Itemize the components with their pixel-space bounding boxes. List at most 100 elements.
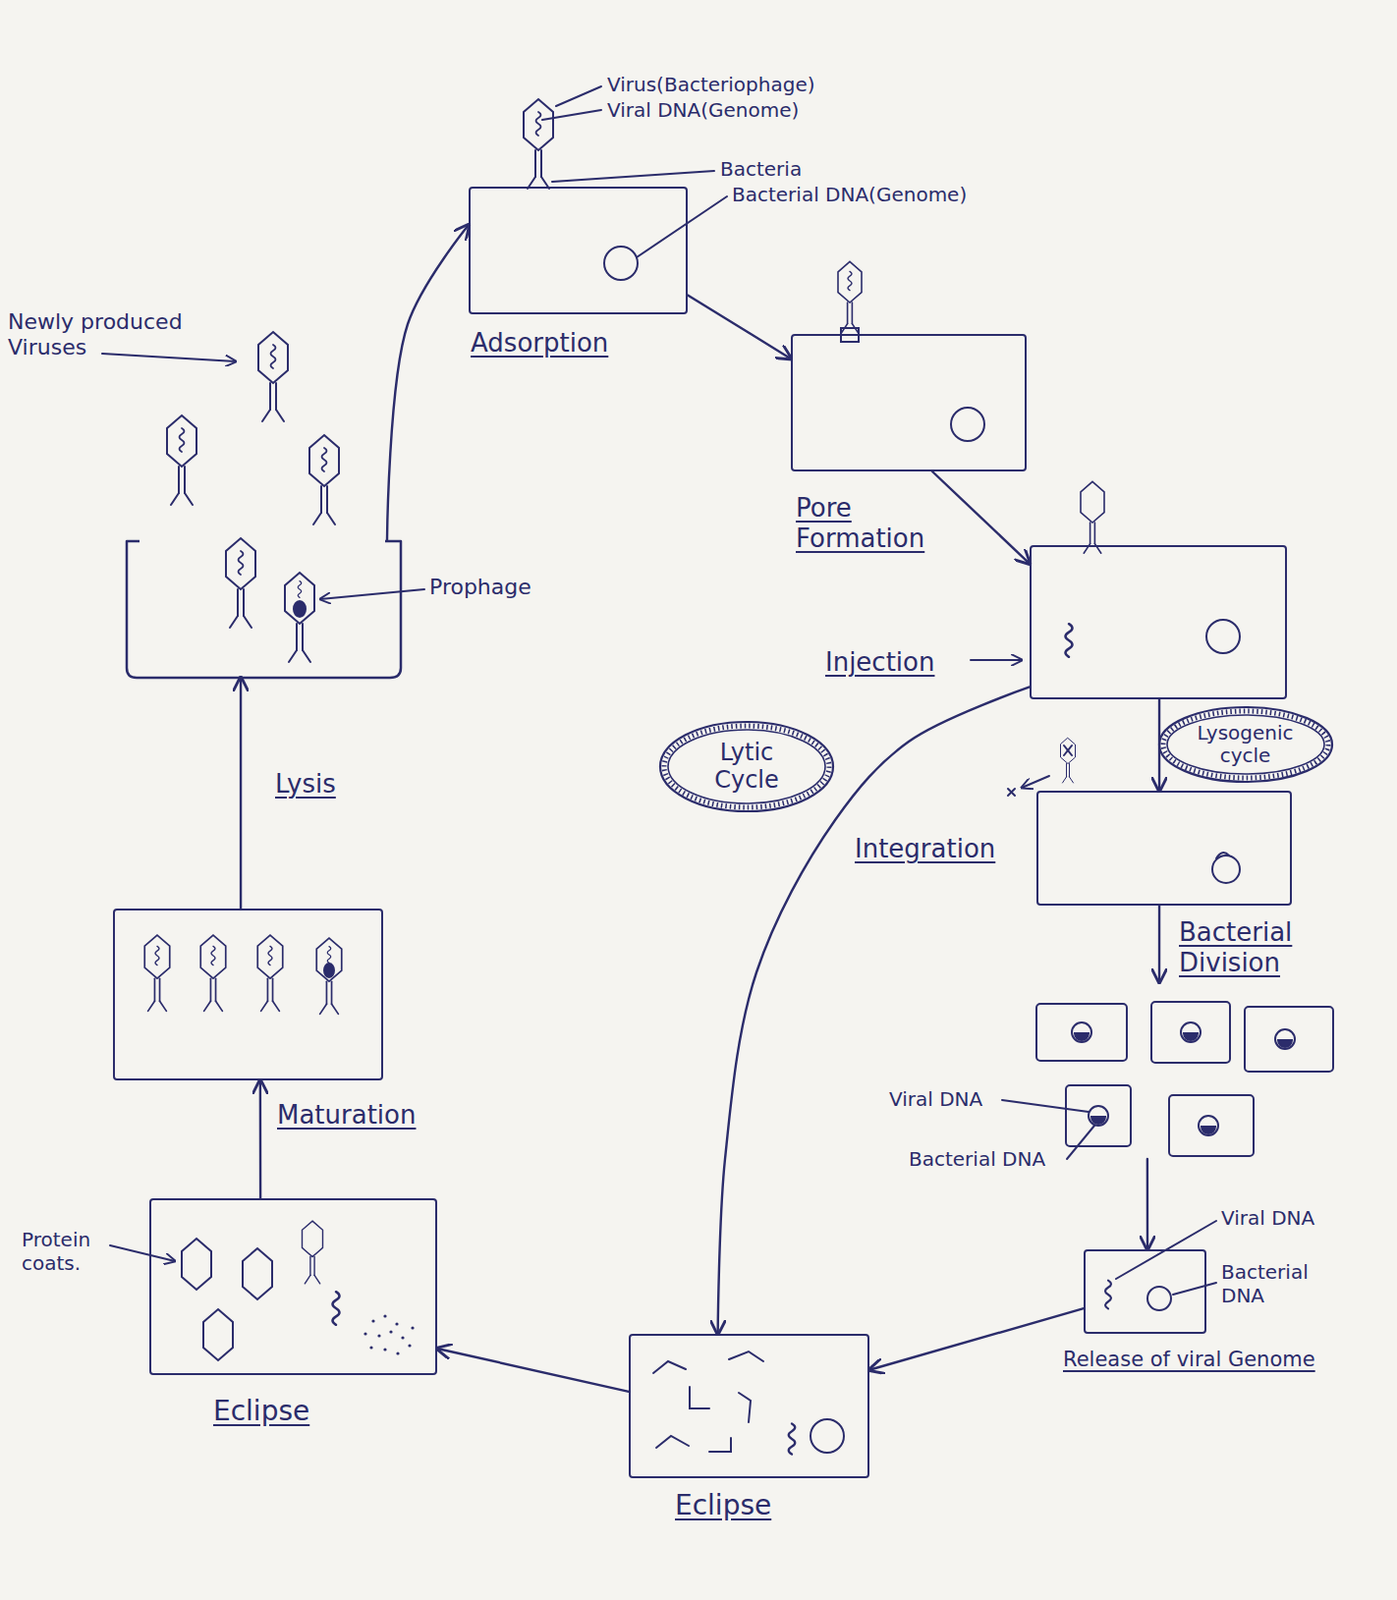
leader-line: [542, 110, 602, 120]
callout-label: Virus(Bacteriophage): [607, 72, 815, 97]
protein-coat: [181, 1238, 212, 1290]
pointer-arrow: [1021, 776, 1050, 788]
bacteriophage: [200, 935, 226, 1011]
callout-label: Newly produced Viruses: [7, 309, 205, 362]
protein-coat: [203, 1309, 233, 1361]
stage-label: Lysis: [275, 769, 336, 800]
division-group: Bacterial Division: [1026, 982, 1342, 1160]
text-holder: Eclipse: [213, 1395, 310, 1429]
stage-arrow: [932, 471, 1030, 564]
viral-dna: [268, 946, 273, 965]
daughter-cell: [1151, 1002, 1230, 1063]
oval-hatch: [1163, 711, 1329, 779]
callout-label: Bacterial DNA: [908, 1147, 1046, 1172]
leader-arrow: [110, 1245, 175, 1262]
viral-dna: [333, 1291, 340, 1326]
prophage-dna: [1180, 1022, 1201, 1043]
stage-arrow: [387, 224, 469, 541]
stage-arrow: [1146, 1159, 1150, 1250]
text-holder: Eclipse: [674, 1489, 772, 1523]
bacteriophage: [258, 332, 288, 422]
viral-dna: [271, 344, 277, 369]
viral-dna: [327, 947, 332, 964]
text-holder: Release of viral Genome: [1062, 1347, 1316, 1373]
text-holder: Prophage: [429, 574, 532, 601]
daughter-cell: [1065, 1085, 1131, 1147]
capsid-fragment: [738, 1393, 751, 1423]
text-holder: Lysis: [275, 769, 336, 800]
dna-fragments: [363, 1314, 414, 1355]
stage-label: Bacterial Division: [1178, 917, 1327, 979]
text-holder: Bacterial DNA: [908, 1147, 1046, 1172]
open-cell-outline: [125, 540, 401, 678]
leader-line: [552, 170, 715, 182]
prophage-dna: [1275, 1029, 1295, 1050]
oval-hatch: [664, 726, 830, 808]
capsid-fragment: [653, 1361, 686, 1374]
text-holder: Injection: [825, 647, 935, 678]
leader-line: [1173, 1283, 1217, 1295]
prophage-dna: [1088, 1106, 1109, 1126]
text-holder: Protein coats.: [21, 1228, 115, 1276]
stage-label: Injection: [825, 647, 935, 678]
text-holder: Maturation: [277, 1100, 416, 1131]
bacterial-dna: [604, 246, 638, 280]
leader-line: [1002, 1100, 1089, 1113]
stage-cell: Eclipse: [628, 1334, 870, 1479]
leader-arrow: [320, 589, 425, 600]
daughter-cell: [1036, 1004, 1127, 1062]
callout-label: Viral DNA: [889, 1087, 983, 1112]
stage-cell: Release of viral Genome: [1083, 1249, 1207, 1335]
text-holder: Lysogenic cycle: [1157, 705, 1335, 784]
viral-dna: [211, 946, 216, 965]
oval-ring: [1159, 707, 1333, 783]
text-holder: Pore Formation: [795, 493, 944, 555]
daughter-cell: [1169, 1095, 1254, 1157]
stage-cell: Integration: [1036, 790, 1292, 906]
cross-mark: [1007, 788, 1015, 796]
prophage: [284, 572, 315, 663]
oval-ring: [660, 722, 834, 812]
viral-dna: [1065, 623, 1073, 658]
bacteriophage: [225, 538, 256, 628]
text-holder: Viral DNA: [1221, 1206, 1315, 1230]
callout-label: Bacteria: [720, 157, 802, 181]
stage-cell: Maturation: [112, 908, 384, 1081]
bacteriophage: [144, 935, 170, 1011]
bacterial-dna: [950, 407, 985, 442]
leader-arrow: [102, 353, 236, 362]
integrated-dna: [1216, 852, 1230, 859]
callout-label: Prophage: [429, 574, 532, 601]
viral-dna: [297, 581, 302, 599]
cross-mark: [1007, 788, 1015, 796]
callout-label: Viral DNA: [1221, 1206, 1315, 1230]
viral-dna: [322, 447, 328, 472]
cross-mark: [1063, 745, 1072, 756]
prophage-dna: [293, 601, 306, 617]
viral-dna: [788, 1423, 796, 1454]
daughter-cell: [1244, 1006, 1334, 1072]
stage-label: Integration: [854, 834, 996, 865]
stage-arrow: [437, 1348, 629, 1393]
viral-dna: [179, 428, 185, 452]
stage-arrow: [1158, 905, 1161, 983]
stage-label: Eclipse: [674, 1489, 772, 1523]
lysis-cell: Lysis: [125, 540, 401, 678]
prophage-dna: [324, 963, 335, 978]
stage-label: Release of viral Genome: [1062, 1347, 1316, 1373]
viral-dna: [1105, 1281, 1112, 1310]
protein-coat: [302, 1221, 324, 1285]
stage-arrow: [869, 1308, 1084, 1371]
cycle-oval: Lysogenic cycle: [1157, 705, 1335, 784]
cycle-oval: Lytic Cycle: [658, 720, 836, 814]
capsid-fragment: [689, 1387, 710, 1409]
leader-line: [1066, 1125, 1095, 1160]
oval-ring: [668, 729, 826, 804]
bacterial-dna: [1147, 1286, 1172, 1311]
bacteriophage: [316, 938, 342, 1014]
prophage-dna: [1198, 1116, 1219, 1136]
stage-arrow: [259, 1080, 263, 1199]
stage-cell: Pore Formation: [790, 334, 1027, 472]
text-holder: Bacterial DNA(Genome): [731, 182, 967, 207]
text-holder: Bacteria: [720, 157, 802, 181]
